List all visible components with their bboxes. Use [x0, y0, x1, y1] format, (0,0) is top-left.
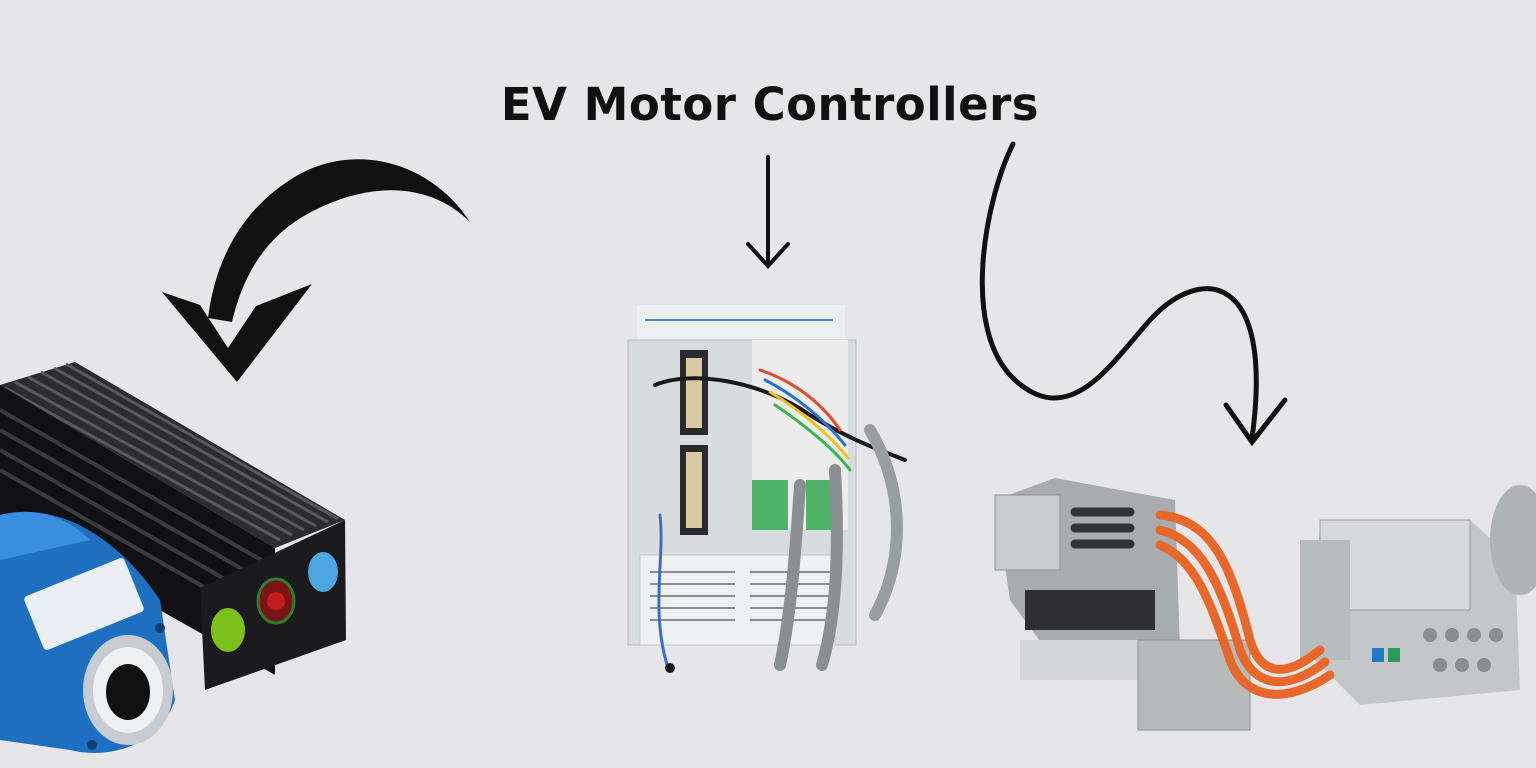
center-straight-arrow: [746, 155, 790, 269]
ev-inverter-assembly: [994, 478, 1536, 731]
industrial-servo-drive: [627, 305, 907, 673]
page-title: EV Motor Controllers: [500, 78, 1040, 131]
blue-motor: [0, 511, 175, 753]
left-curved-arrow: [162, 159, 470, 382]
right-wavy-arrow: [979, 141, 1288, 447]
black-finned-controller: [0, 362, 346, 690]
